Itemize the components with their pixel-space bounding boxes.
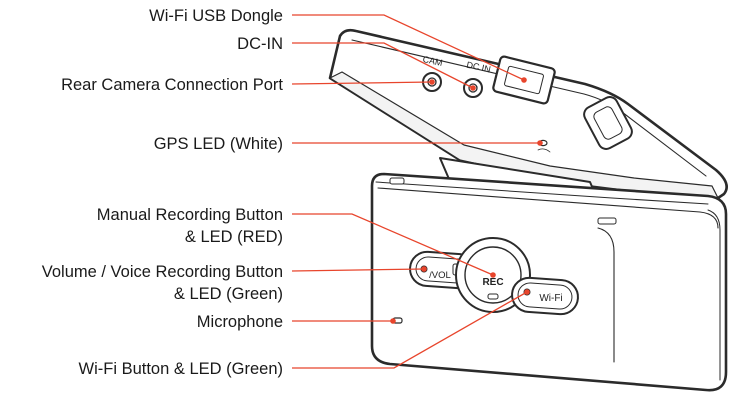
- base-body: [370, 172, 728, 392]
- callout-microphone: Microphone: [197, 313, 283, 331]
- callout-gps-led: GPS LED (White): [154, 135, 283, 153]
- callout-volume-voice-line2: & LED (Green): [174, 285, 283, 303]
- rec-label: REC: [482, 277, 503, 288]
- callout-manual-recording-line1: Manual Recording Button: [97, 206, 283, 224]
- callout-manual-recording-line2: & LED (RED): [185, 228, 283, 246]
- leader-rear-camera-port: [291, 81, 433, 85]
- dot-wifi-usb-dongle: [521, 77, 527, 83]
- dot-microphone: [390, 318, 396, 324]
- dot-wifi-button: [524, 289, 530, 295]
- leader-volume-voice: [291, 268, 425, 272]
- callout-wifi-button: Wi-Fi Button & LED (Green): [79, 360, 283, 378]
- leader-manual-recording: [292, 213, 494, 276]
- dot-gps-led: [537, 140, 543, 146]
- device-printed-labels: CAM DC IN REC /VOL Wi-Fi: [422, 54, 563, 304]
- dot-volume-voice: [421, 266, 427, 272]
- callout-rear-camera-port: Rear Camera Connection Port: [61, 76, 283, 94]
- callout-labels: Wi-Fi USB Dongle DC-IN Rear Camera Conne…: [42, 7, 284, 378]
- leader-endpoints: [390, 77, 543, 324]
- leader-wifi-button: [292, 291, 528, 369]
- callout-wifi-usb-dongle: Wi-Fi USB Dongle: [149, 7, 283, 25]
- callout-volume-voice-line1: Volume / Voice Recording Button: [42, 263, 283, 281]
- leader-lines: [291, 14, 540, 369]
- callout-dc-in: DC-IN: [237, 35, 283, 53]
- leader-wifi-usb-dongle: [292, 14, 525, 81]
- dashcam-illustration: [328, 28, 728, 392]
- dot-manual-recording: [490, 272, 496, 278]
- wifi-button-label: Wi-Fi: [539, 293, 562, 304]
- dc-in-label: DC IN: [466, 60, 492, 75]
- dot-dc-in: [470, 85, 476, 91]
- vol-label: /VOL: [429, 270, 451, 281]
- dot-rear-camera-port: [429, 79, 435, 85]
- leader-dc-in: [292, 42, 474, 89]
